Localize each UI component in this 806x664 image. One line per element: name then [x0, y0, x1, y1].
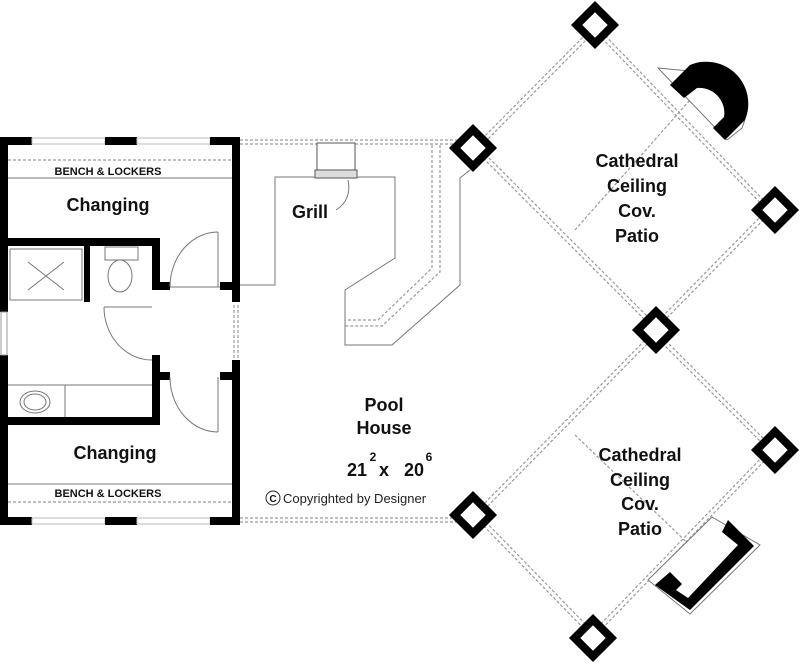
dimension-depth: 20 [404, 460, 424, 480]
grill-counter [240, 145, 471, 346]
door-changing-top[interactable] [169, 231, 220, 288]
patio-top-label-1: Cathedral [595, 151, 678, 171]
changing-block-walls [0, 137, 240, 525]
fireplace-bottom-icon [647, 516, 761, 615]
bench-lockers-bottom [8, 483, 232, 503]
bench-lockers-bottom-label: BENCH & LOCKERS [55, 488, 162, 500]
shower-icon [9, 248, 83, 301]
patio-top-label-4: Patio [615, 226, 659, 246]
changing-bottom-label: Changing [74, 443, 157, 463]
pillars [448, 0, 800, 663]
pillar-icon [568, 613, 618, 663]
dimension-width-inches: 2 [370, 450, 377, 464]
copyright-icon: C [265, 490, 281, 506]
bench-lockers-top [8, 159, 232, 179]
copyright-symbol: C [269, 494, 276, 505]
dimension-x: x [379, 460, 389, 480]
patio-bottom-label-3: Cov. [621, 494, 659, 514]
pool-house-label-1: Pool [365, 395, 404, 415]
pillar-icon [570, 0, 620, 50]
dimension-width: 21 [347, 460, 367, 480]
pillar-icon [448, 123, 498, 173]
copyright-text: Copyrighted by Designer [283, 491, 427, 506]
patio-top-label-3: Cov. [618, 201, 656, 221]
pillar-icon [448, 490, 498, 540]
pillar-icon [631, 305, 681, 355]
door-bathroom[interactable] [103, 306, 153, 361]
patio-bottom-label-2: Ceiling [610, 470, 670, 490]
fireplace-top-icon [656, 61, 749, 141]
patio-bottom-label-4: Patio [618, 519, 662, 539]
patio-top-label-2: Ceiling [607, 176, 667, 196]
dimension-depth-inches: 6 [426, 450, 433, 464]
pillar-icon [750, 185, 800, 235]
sink-icon [8, 384, 152, 417]
pillar-icon [750, 425, 800, 475]
bench-lockers-top-label: BENCH & LOCKERS [55, 166, 162, 178]
patio-bottom-label-1: Cathedral [598, 445, 681, 465]
grill-label: Grill [292, 202, 328, 222]
grill-icon [314, 142, 358, 211]
changing-top-label: Changing [67, 195, 150, 215]
door-changing-bottom[interactable] [169, 376, 219, 433]
pool-house-label-2: House [356, 418, 411, 438]
toilet-icon [104, 246, 139, 293]
